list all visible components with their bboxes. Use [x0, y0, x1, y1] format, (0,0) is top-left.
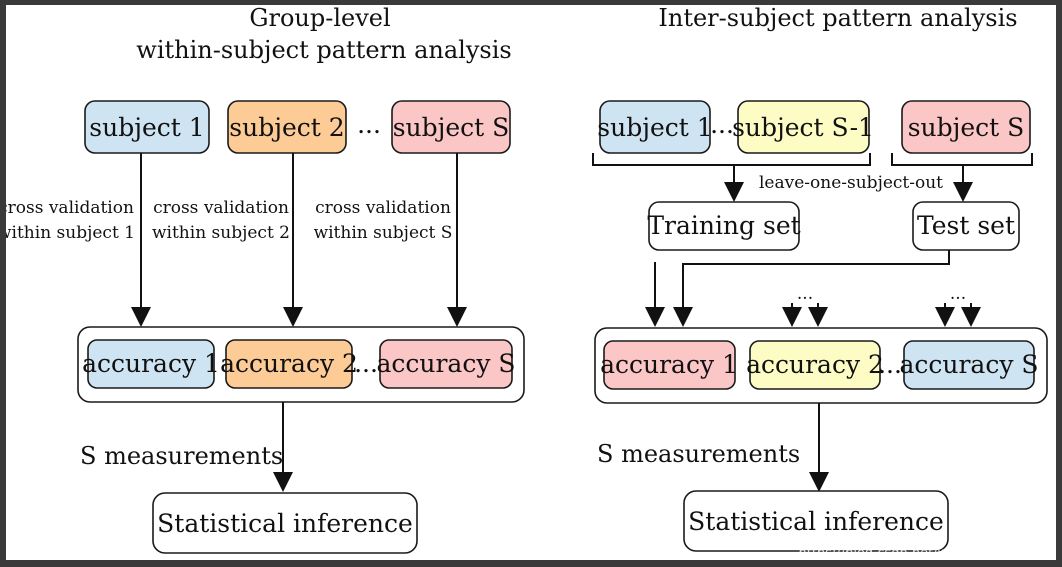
- cv-label-2-line2: within subject 2: [152, 223, 290, 243]
- right-subject-1-label: subject 1: [597, 113, 712, 142]
- diagram-svg: Group-level within-subject pattern analy…: [6, 5, 1052, 560]
- watermark-text: https://blog.csdn.net/weixin_42100108: [798, 546, 1052, 560]
- arrow-dots-2: ...: [797, 284, 813, 304]
- left-subject-s-label: subject S: [393, 113, 510, 142]
- split-label: leave-one-subject-out: [759, 173, 943, 193]
- cv-label-1-line1: cross validation: [6, 198, 134, 218]
- right-subject-s-label: subject S: [908, 113, 1025, 142]
- left-title-line2: within-subject pattern analysis: [136, 36, 511, 64]
- left-inference-box: Statistical inference: [152, 492, 418, 554]
- left-subject-ellipsis: ...: [357, 110, 381, 139]
- left-accuracy-2-box: accuracy 2: [220, 339, 358, 389]
- arrow-dots-s: ...: [950, 284, 966, 304]
- right-accuracy-s-box: accuracy S: [899, 340, 1039, 390]
- right-inference-label: Statistical inference: [688, 507, 944, 536]
- right-subject-ellipsis: ...: [710, 110, 734, 139]
- right-inference-box: Statistical inference: [683, 490, 949, 552]
- left-accuracy-ellipsis: ...: [354, 349, 378, 378]
- training-set-label: Training set: [647, 211, 800, 240]
- right-accuracy-s-label: accuracy S: [899, 350, 1038, 379]
- left-accuracy-s-box: accuracy S: [376, 339, 516, 389]
- right-subject-1-box: subject 1: [597, 100, 713, 154]
- cv-label-1-line2: within subject 1: [6, 223, 135, 243]
- left-accuracy-1-box: accuracy 1: [82, 339, 220, 389]
- training-set-box: Training set: [647, 201, 801, 251]
- right-measurements-label: S measurements: [597, 440, 800, 468]
- right-title: Inter-subject pattern analysis: [658, 5, 1017, 32]
- left-inference-label: Statistical inference: [157, 509, 413, 538]
- left-subject-1-label: subject 1: [89, 113, 204, 142]
- test-set-box: Test set: [912, 201, 1020, 251]
- test-bracket: [891, 153, 1033, 166]
- right-subject-s-minus-1-label: subject S-1: [732, 113, 874, 142]
- cv-label-s-line1: cross validation: [315, 198, 451, 218]
- left-subject-2-box: subject 2: [227, 100, 347, 154]
- right-subject-s-minus-1-box: subject S-1: [732, 100, 874, 154]
- test-set-label: Test set: [917, 211, 1015, 240]
- diagram-canvas: Group-level within-subject pattern analy…: [6, 5, 1056, 560]
- right-accuracy-2-label: accuracy 2: [746, 350, 884, 379]
- left-title-line1: Group-level: [249, 5, 390, 32]
- arrow-test-to-accuracy-1: [673, 250, 950, 327]
- right-accuracy-ellipsis: ...: [878, 350, 902, 379]
- left-subject-s-box: subject S: [391, 100, 511, 154]
- left-subject-1-box: subject 1: [84, 100, 210, 154]
- left-panel: Group-level within-subject pattern analy…: [6, 5, 525, 554]
- left-subject-2-label: subject 2: [229, 113, 344, 142]
- right-panel: Inter-subject pattern analysis subject 1…: [592, 5, 1048, 552]
- cv-label-2-line1: cross validation: [153, 198, 289, 218]
- left-accuracy-1-label: accuracy 1: [82, 349, 220, 378]
- cv-label-s-line2: within subject S: [314, 223, 453, 243]
- left-accuracy-2-label: accuracy 2: [220, 349, 358, 378]
- right-accuracy-2-box: accuracy 2: [746, 340, 884, 390]
- left-measurements-label: S measurements: [80, 442, 283, 470]
- left-accuracy-s-label: accuracy S: [376, 349, 515, 378]
- right-subject-s-box: subject S: [901, 100, 1031, 154]
- right-accuracy-1-box: accuracy 1: [600, 340, 738, 390]
- training-bracket: [592, 153, 871, 166]
- right-accuracy-1-label: accuracy 1: [600, 350, 738, 379]
